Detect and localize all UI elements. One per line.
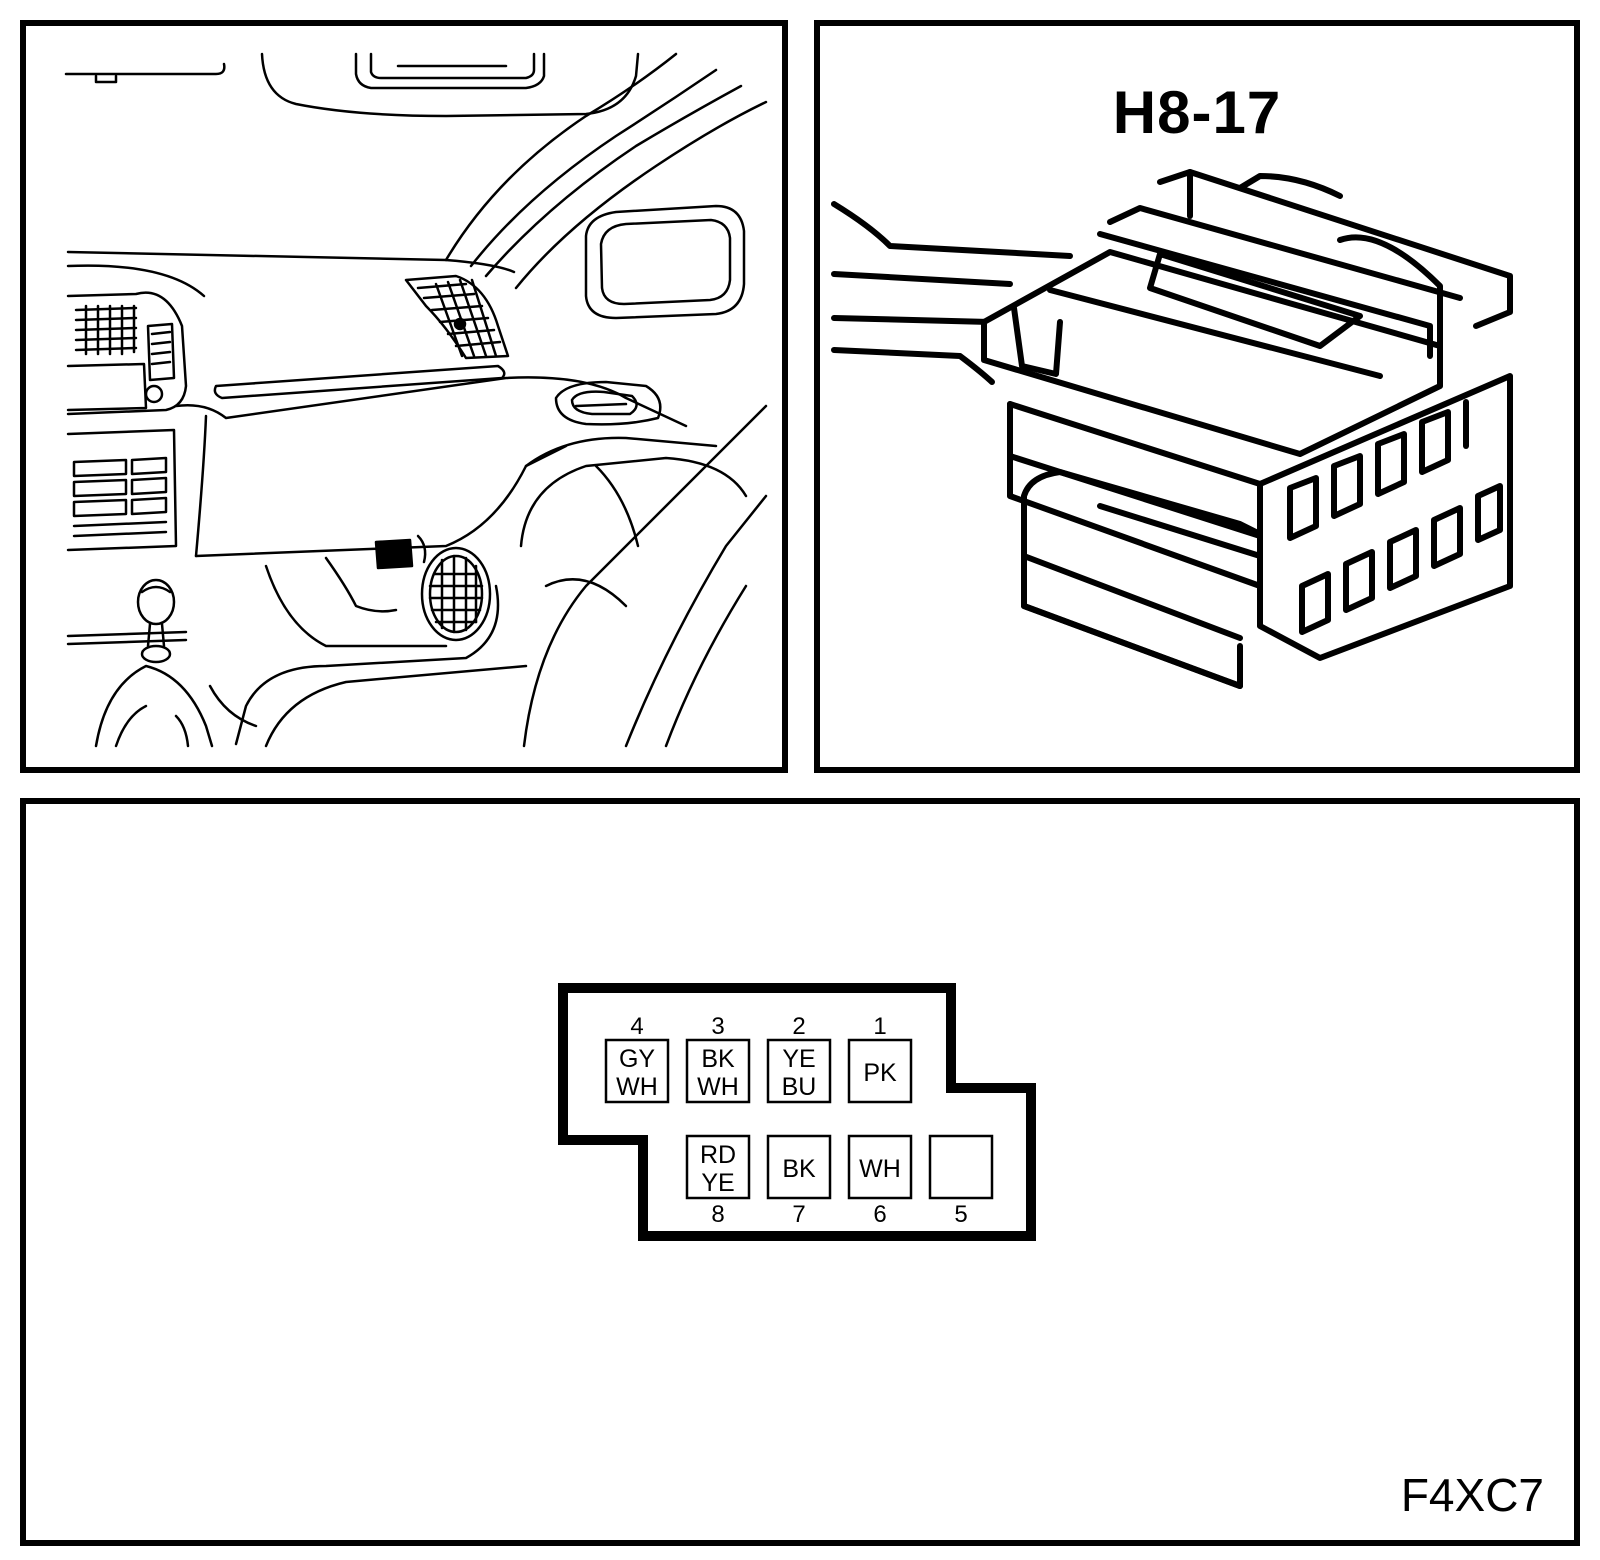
pin-4-wire-color-2: WH (616, 1073, 658, 1101)
pin-6-wire-color: WH (859, 1155, 901, 1183)
pin-8-cavity: RD YE 8 (685, 1134, 751, 1228)
connector-face-outline (558, 983, 1036, 1241)
connector-drawing (831, 169, 1513, 689)
pin-2-number: 2 (792, 1013, 805, 1040)
connector-illustration-panel: H8-17 (814, 20, 1580, 773)
pin-1-wire-color: PK (863, 1059, 897, 1087)
pin-8-number: 8 (711, 1201, 724, 1228)
pin-3-number: 3 (711, 1013, 724, 1040)
pin-7-number: 7 (792, 1201, 805, 1228)
pin-6-number: 6 (873, 1201, 886, 1228)
pin-2-wire-color-1: YE (782, 1045, 815, 1073)
pin-5-number: 5 (954, 1201, 967, 1228)
pin-1-cavity: 1 PK (847, 1013, 913, 1104)
figure-code: F4XC7 (1400, 1469, 1544, 1521)
pin-3-cavity: 3 BK WH (685, 1013, 751, 1104)
pin-8-wire-color-1: RD (700, 1141, 736, 1169)
pin-5-cavity: 5 (928, 1134, 994, 1228)
pin-3-wire-color-1: BK (701, 1045, 735, 1073)
pin-7-wire-color: BK (782, 1155, 816, 1183)
pin-1-number: 1 (873, 1013, 886, 1040)
pin-4-number: 4 (630, 1013, 643, 1040)
dashboard-illustration (64, 52, 768, 748)
pin-6-cavity: WH 6 (847, 1134, 913, 1228)
pin-4-cavity: 4 GY WH (604, 1013, 670, 1104)
pin-7-cavity: BK 7 (766, 1134, 832, 1228)
connector-title: H8-17 (1112, 79, 1282, 146)
pin-4-wire-color-1: GY (619, 1045, 655, 1073)
pin-2-wire-color-2: BU (782, 1073, 817, 1101)
pin-8-wire-color-2: YE (701, 1169, 734, 1197)
location-illustration-panel (20, 20, 788, 773)
pinout-panel: 4 GY WH 3 BK WH 2 YE BU 1 PK RD YE 8 (20, 798, 1580, 1546)
pinout-diagram: 4 GY WH 3 BK WH 2 YE BU 1 PK RD YE 8 (558, 983, 1036, 1241)
pin-2-cavity: 2 YE BU (766, 1013, 832, 1104)
pin-3-wire-color-2: WH (697, 1073, 739, 1101)
